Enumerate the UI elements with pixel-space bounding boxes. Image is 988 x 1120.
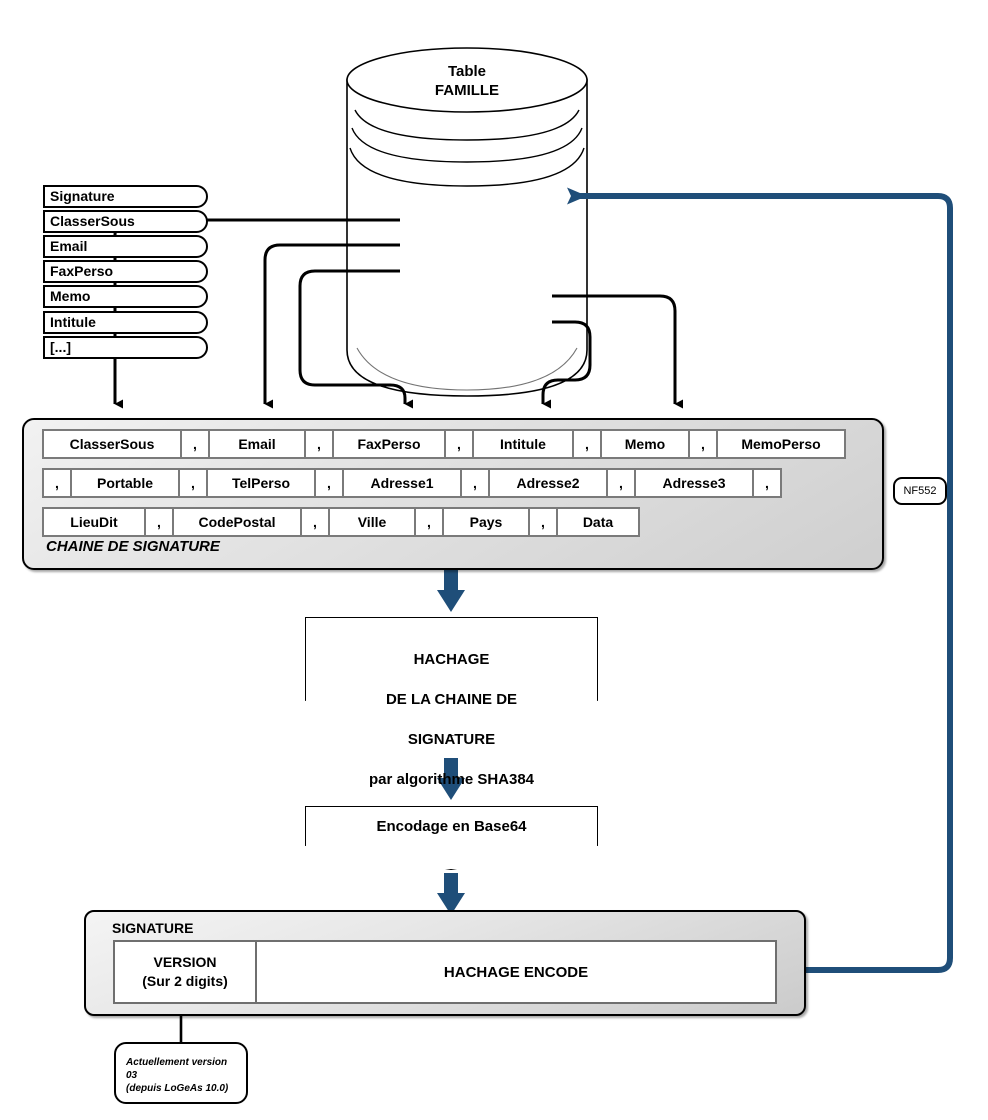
field-memo[interactable]: Memo	[43, 285, 208, 308]
chain-field-cell: FaxPerso	[334, 431, 444, 457]
chain-separator: ,	[182, 431, 208, 457]
hash-line-3: SIGNATURE	[407, 731, 496, 748]
signature-chain-panel: ClasserSous,Email,FaxPerso,Intitule,Memo…	[22, 418, 884, 570]
chain-field-cell: ClasserSous	[44, 431, 180, 457]
field-email[interactable]: Email	[43, 235, 208, 258]
chain-field-cell: Intitule	[474, 431, 572, 457]
database-title: Table FAMILLE	[434, 63, 500, 99]
chain-field-cell: Adresse3	[636, 470, 752, 496]
chain-field-cell: TelPerso	[208, 470, 314, 496]
signature-version-note: (Sur 2 digits)	[142, 973, 228, 989]
chain-field-cell: Email	[210, 431, 304, 457]
chain-field-cell: CodePostal	[174, 509, 300, 535]
chain-separator: ,	[316, 470, 342, 496]
signature-panel-title: SIGNATURE	[112, 920, 194, 936]
chain-row: ,Portable,TelPerso,Adresse1,Adresse2,Adr…	[42, 468, 782, 498]
signature-version-cell: VERSION (Sur 2 digits)	[115, 942, 255, 1002]
signature-version-label: VERSION	[153, 954, 217, 970]
signature-result-panel: SIGNATURE VERSION (Sur 2 digits) HACHAGE…	[84, 910, 806, 1016]
chain-separator: ,	[302, 509, 328, 535]
field-classersous[interactable]: ClasserSous	[43, 210, 208, 233]
signature-hash-cell: HACHAGE ENCODE	[257, 942, 775, 1002]
flow-arrow-3	[437, 873, 465, 915]
hash-line-4: par algorithme SHA384	[368, 771, 535, 788]
chain-separator: ,	[574, 431, 600, 457]
hash-line-1: HACHAGE	[413, 651, 490, 668]
chain-field-cell: Ville	[330, 509, 414, 535]
field-faxperso[interactable]: FaxPerso	[43, 260, 208, 283]
chain-separator: ,	[146, 509, 172, 535]
feedback-loop-arrow	[567, 187, 953, 973]
chain-separator: ,	[180, 470, 206, 496]
chain-separator: ,	[306, 431, 332, 457]
encode-step-box: Encodage en Base64	[306, 807, 597, 869]
chain-separator: ,	[608, 470, 634, 496]
chain-row: LieuDit,CodePostal,Ville,Pays,Data	[42, 507, 640, 537]
database-cylinder: Table FAMILLE	[345, 48, 589, 396]
chain-field-cell: Portable	[72, 470, 178, 496]
chain-separator: ,	[44, 470, 70, 496]
chain-field-cell: Pays	[444, 509, 528, 535]
chain-field-cell: Adresse1	[344, 470, 460, 496]
nf552-badge: NF552	[893, 477, 947, 505]
chain-separator: ,	[530, 509, 556, 535]
signature-field-group: VERSION (Sur 2 digits) HACHAGE ENCODE	[113, 940, 777, 1004]
chain-field-cell: Data	[558, 509, 638, 535]
chain-field-cell: Adresse2	[490, 470, 606, 496]
chain-separator: ,	[416, 509, 442, 535]
hash-step-box: HACHAGE DE LA CHAINE DE SIGNATURE par al…	[306, 618, 597, 788]
chain-separator: ,	[462, 470, 488, 496]
field-signature[interactable]: Signature	[43, 185, 208, 208]
hash-line-2: DE LA CHAINE DE	[385, 691, 518, 708]
chain-separator: ,	[690, 431, 716, 457]
chain-separator: ,	[754, 470, 780, 496]
chain-separator: ,	[446, 431, 472, 457]
chain-field-cell: MemoPerso	[718, 431, 844, 457]
chain-caption: CHAINE DE SIGNATURE	[46, 538, 220, 555]
field-intitule[interactable]: Intitule	[43, 311, 208, 334]
chain-field-cell: LieuDit	[44, 509, 144, 535]
version-footnote: Actuellement version 03 (depuis LoGeAs 1…	[114, 1042, 248, 1104]
chain-field-cell: Memo	[602, 431, 688, 457]
field-ellipsis[interactable]: [...]	[43, 336, 208, 359]
chain-row: ClasserSous,Email,FaxPerso,Intitule,Memo…	[42, 429, 846, 459]
encode-step-text: Encodage en Base64	[376, 818, 527, 835]
flow-arrow-1	[437, 570, 465, 612]
hash-step-text: HACHAGE DE LA CHAINE DE SIGNATURE par al…	[369, 618, 534, 810]
